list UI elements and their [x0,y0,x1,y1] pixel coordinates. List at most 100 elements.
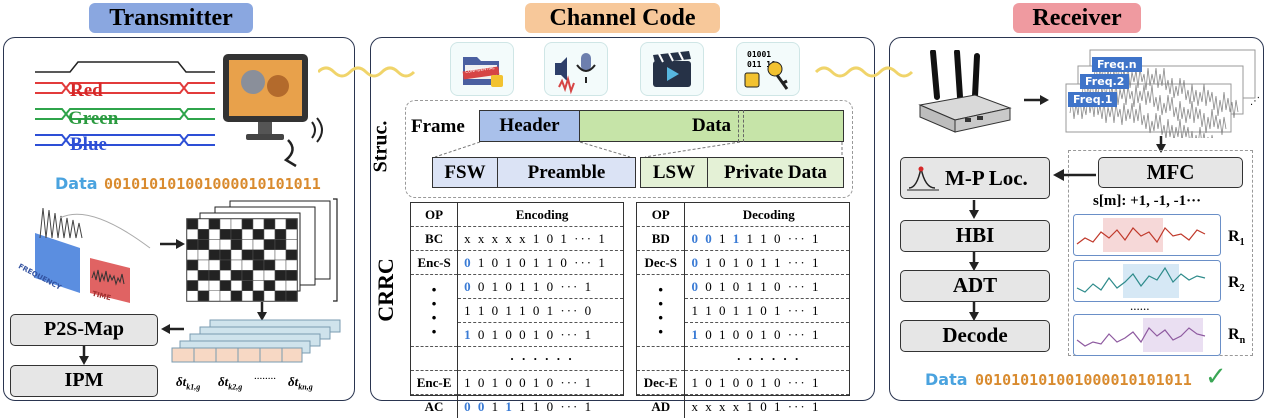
grid-cell [209,291,220,301]
grid-cell [231,270,242,280]
arrow-hbi-to-adt [968,252,980,272]
grid-cell [286,229,297,239]
grid-cell [187,270,198,280]
data-divider [738,110,744,142]
receiver-title: Receiver [1013,3,1141,33]
router-icon [915,50,1015,135]
grid-cell [264,219,275,229]
enc-rest-bits: 1 1 0 ··· 1 [514,399,593,414]
dec-bits: 0 1 0 1 0 1 1 ··· 1 [685,251,849,275]
svg-text:⋰: ⋰ [1250,96,1259,107]
enc-bits: 1 1 0 1 1 0 1 ··· 0 [458,299,623,323]
enc-bits: 0 0 1 0 1 1 0 ··· 1 [458,275,623,299]
dec-rest-bits: 0 1 0 1 1 0 ··· 1 [700,279,821,294]
grid-cell [275,270,286,280]
freq-n-tag: Freq.n [1092,57,1142,72]
enc-lead-bit: 1 [464,327,473,342]
grid-cell [187,240,198,250]
grid-cell [242,260,253,270]
monitor-cartoon-icon [218,52,333,172]
mp-loc-label: M-P Loc. [945,166,1028,191]
grid-cell [187,260,198,270]
grid-cell [286,291,297,301]
signal-blue-label: Blue [70,134,107,156]
dec-bits: 1 0 1 0 0 1 0 ··· 1 [685,323,849,347]
dec-col-head: Decoding [685,203,849,227]
enc-op: BC [411,227,458,251]
rgb-timing-diagram [30,56,215,161]
frame-data-block: Data [580,110,844,142]
grid-cell [209,281,220,291]
grid-cell [231,229,242,239]
transmitter-data-bits: 001010101001000010101011 [104,175,321,193]
grid-cell [286,270,297,280]
fsw-block: FSW [432,157,498,188]
enc-op-head: OP [411,203,458,227]
grid-cell [187,281,198,291]
dec-lead-bit: 0 [691,255,700,270]
grid-cell [198,219,209,229]
grid-cell [231,250,242,260]
transmitter-data-label: Data [55,174,98,193]
s-m-label: s[m]: +1, -1, -1··· [1093,193,1201,210]
audio-mic-icon [544,42,608,96]
grid-cell [187,229,198,239]
grid-cell [198,250,209,260]
arrow-mfc-to-mploc [1052,168,1096,182]
grid-cell [198,291,209,301]
stacked-symbol-blocks [170,318,350,368]
grid-cell [198,281,209,291]
grid-cell [187,219,198,229]
grid-cell [198,240,209,250]
arrow-blocks-to-p2s [160,323,184,335]
signal-red-label: Red [70,80,103,102]
enc-dots: · · · · · · [458,347,623,371]
grid-cell [220,219,231,229]
delta-t-kn: δtkn,g [288,374,313,392]
grid-cell [198,260,209,270]
dec-mid-blue: 1 [733,231,742,246]
hbi-box: HBI [900,220,1050,252]
arrow-mploc-to-hbi [968,200,980,220]
grid-cell [253,281,264,291]
struc-label: Struc. [369,121,392,173]
grid-cell [264,240,275,250]
grid-cell [220,229,231,239]
dec-bits: 1 0 1 0 0 1 0 ··· 1 [685,371,849,395]
grid-cell [253,291,264,301]
mfc-box: MFC [1098,157,1243,188]
enc-op: Enc-E [411,371,458,395]
enc-bits: 1 0 1 0 0 1 0 ··· 1 [458,323,623,347]
confidential-folder-icon: CONFIDENTIAL [450,42,514,96]
grid-cell [253,229,264,239]
r2-plot [1073,260,1221,302]
dec-bits: 0 0 1 0 1 1 0 ··· 1 [685,275,849,299]
transmitter-title: Transmitter [89,3,253,33]
enc-lead-bit: 0 [464,255,473,270]
grid-cell [286,240,297,250]
frame-label: Frame [411,116,465,138]
enc-bits: x x x x x 1 0 1 ··· 1 [458,227,623,251]
grid-cell [220,270,231,280]
grid-cell [264,250,275,260]
dec-op [637,347,685,371]
enc-bits: 1 0 1 0 0 1 0 ··· 1 [458,371,623,395]
dec-mid-bits: 1 [714,231,733,246]
grid-cell [209,260,220,270]
receiver-data-bits: 001010101001000010101011 [975,371,1192,389]
grid-cell [220,281,231,291]
check-icon: ✓ [1205,362,1227,392]
ipm-box: IPM [10,365,158,397]
grid-cell [242,281,253,291]
dec-bits: 0 0 1 1 1 1 0 ··· 1 [685,227,849,251]
grid-cell [242,240,253,250]
dec-op: Dec-S [637,251,685,275]
grid-cell [187,291,198,301]
enc-lead-bit: 0 0 [464,399,486,414]
grid-cell [231,281,242,291]
r1-plot [1073,214,1221,256]
grid-cell [253,260,264,270]
dec-op: Dec-E [637,371,685,395]
channel-code-title: Channel Code [525,3,720,33]
